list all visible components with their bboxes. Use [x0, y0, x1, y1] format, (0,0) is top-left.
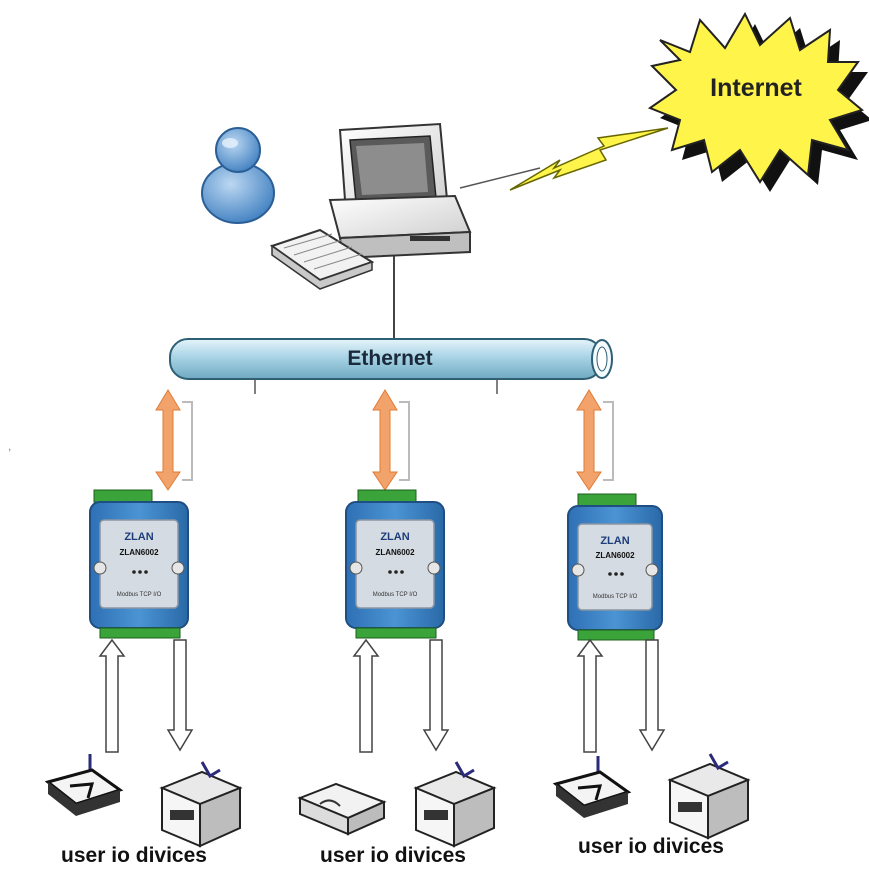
link-arrow-2	[372, 389, 410, 491]
computer-icon	[269, 122, 472, 290]
io-module-3: ZLAN ZLAN6002 Modbus TCP I/O	[567, 493, 663, 641]
pc-internet-cable	[459, 167, 541, 189]
module-1-brand: ZLAN	[124, 531, 153, 543]
internet-cloud-burst	[647, 11, 865, 184]
io-arrows-group-1	[98, 638, 194, 753]
ethernet-bus: Ethernet	[169, 338, 613, 394]
module-3-brand: ZLAN	[600, 535, 629, 547]
internet-label: Internet	[710, 74, 802, 102]
link-arrow-3	[576, 389, 614, 491]
module-2-caption: Modbus TCP I/O	[373, 592, 418, 598]
lightning-link-icon	[509, 127, 669, 191]
output-arrow-down-icon	[422, 639, 450, 752]
device-group-1-label: user io divices	[61, 844, 207, 867]
sensor-device-icon	[552, 756, 632, 818]
link-arrow-1	[155, 389, 193, 491]
input-arrow-up-icon	[576, 638, 604, 753]
io-arrows-group-2	[352, 638, 450, 753]
printer-device-icon	[413, 761, 497, 848]
output-arrow-down-icon	[166, 639, 194, 752]
printer-device-icon	[159, 761, 243, 848]
output-arrow-down-icon	[638, 639, 666, 752]
card-reader-device-icon	[297, 782, 387, 836]
printer-device-icon	[667, 753, 751, 840]
sensor-device-icon	[44, 754, 124, 816]
input-arrow-up-icon	[98, 638, 126, 753]
input-arrow-up-icon	[352, 638, 380, 753]
module-1-caption: Modbus TCP I/O	[117, 592, 162, 598]
module-2-model: ZLAN6002	[375, 548, 415, 557]
internet-cloud: Internet	[647, 11, 869, 192]
module-3-caption: Modbus TCP I/O	[593, 594, 638, 600]
io-arrows-group-3	[576, 638, 666, 753]
user-icon	[201, 127, 275, 224]
device-group-3-label: user io divices	[578, 835, 724, 858]
io-module-1: ZLAN ZLAN6002 Modbus TCP I/O	[89, 489, 189, 639]
device-group-2-label: user io divices	[320, 844, 466, 867]
ethernet-label: Ethernet	[347, 347, 432, 370]
stray-mark: ,	[8, 439, 11, 453]
module-3-model: ZLAN6002	[595, 551, 635, 560]
io-module-2: ZLAN ZLAN6002 Modbus TCP I/O	[345, 489, 445, 639]
module-1-model: ZLAN6002	[119, 548, 159, 557]
module-2-brand: ZLAN	[380, 531, 409, 543]
